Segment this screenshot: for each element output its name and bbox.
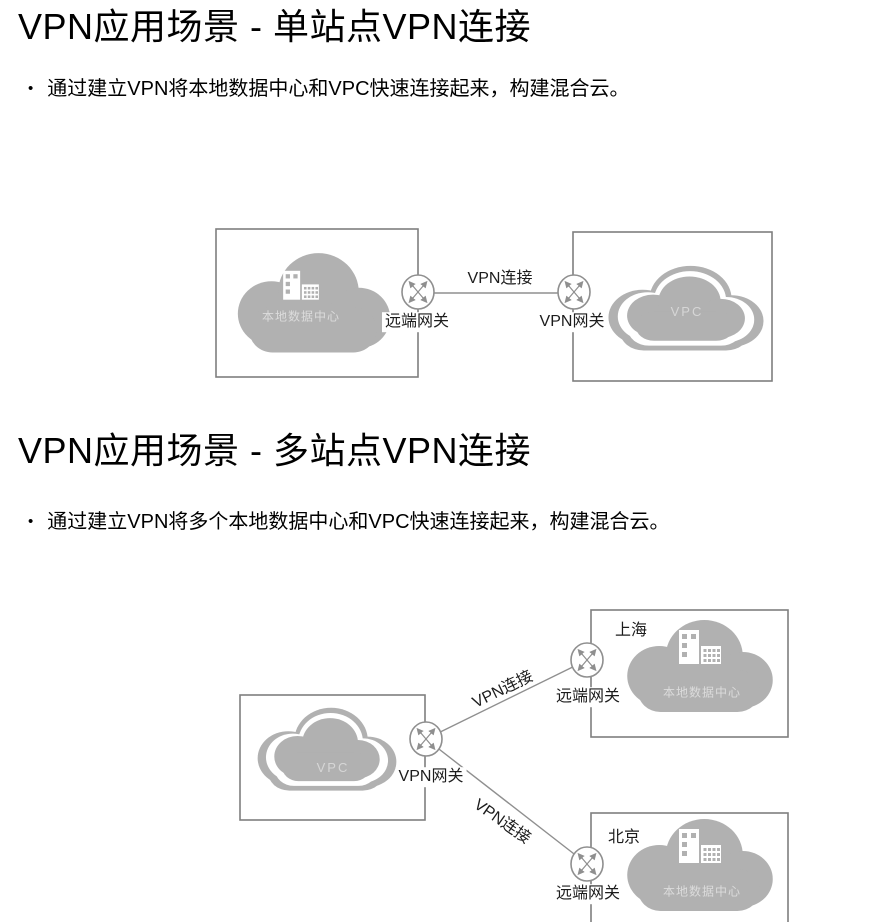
section1-bullet: • 通过建立VPN将本地数据中心和VPC快速连接起来，构建混合云。	[28, 76, 630, 102]
section2-bullet: • 通过建立VPN将多个本地数据中心和VPC快速连接起来，构建混合云。	[28, 509, 670, 535]
vpn-gateway-label: VPN网关	[395, 767, 467, 787]
beijing-remote-gateway-icon	[571, 847, 603, 881]
local-dc-label-shanghai: 本地数据中心	[662, 685, 742, 700]
remote-gateway-label: 远端网关	[381, 312, 453, 332]
vpn-gateway-icon	[558, 275, 590, 309]
single-site-diagram-canvas	[215, 228, 773, 382]
section1-bullet-text: 通过建立VPN将本地数据中心和VPC快速连接起来，构建混合云。	[47, 78, 630, 100]
local-dc-label-beijing: 本地数据中心	[662, 884, 742, 899]
site-name-beijing: 北京	[608, 829, 641, 846]
section2-title: VPN应用场景 - 多站点VPN连接	[18, 430, 532, 471]
remote-gateway-label-beijing: 远端网关	[552, 884, 624, 904]
vpn-connection-label: VPN连接	[467, 270, 533, 288]
vpc-label: VPC	[670, 303, 704, 319]
remote-gateway-label-shanghai: 远端网关	[552, 687, 624, 707]
local-dc-label: 本地数据中心	[261, 309, 341, 324]
site-name-shanghai: 上海	[615, 622, 648, 639]
vpc-label: VPC	[316, 759, 350, 775]
bullet-icon: •	[28, 513, 34, 530]
vpn-connection-line-beijing	[425, 738, 588, 865]
vpn-connection-line-shanghai	[425, 659, 588, 740]
section1-title: VPN应用场景 - 单站点VPN连接	[18, 6, 532, 47]
multi-site-diagram-canvas	[239, 609, 789, 922]
bullet-icon: •	[28, 80, 34, 97]
section2-bullet-text: 通过建立VPN将多个本地数据中心和VPC快速连接起来，构建混合云。	[47, 511, 670, 533]
shanghai-remote-gateway-icon	[571, 643, 603, 677]
multi-site-diagram: VPC VPN网关 VPN连接 上海 远端网关 本地数据中心 VPN连接 北京 …	[0, 595, 882, 922]
remote-gateway-icon	[402, 275, 434, 309]
vpn-gateway-icon	[410, 722, 442, 756]
vpn-gateway-label: VPN网关	[536, 312, 608, 332]
single-site-diagram: 本地数据中心 远端网关 VPN连接 VPN网关 VPC	[0, 215, 882, 395]
